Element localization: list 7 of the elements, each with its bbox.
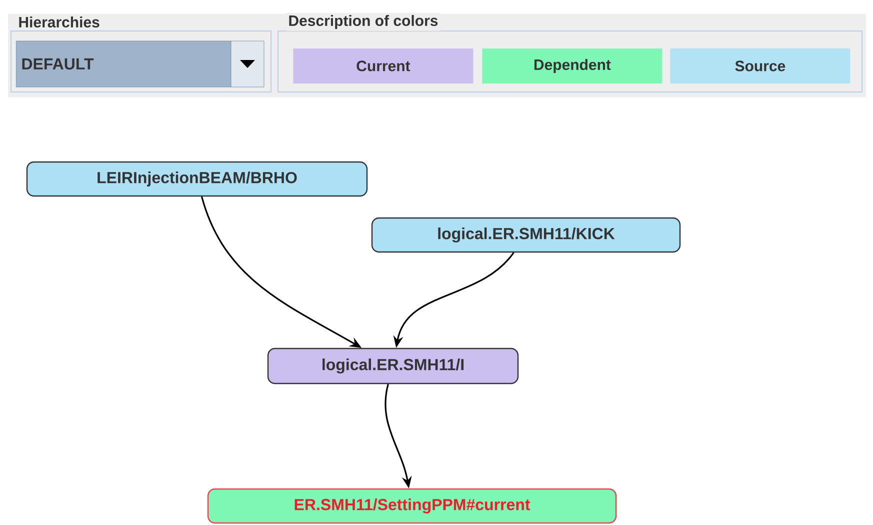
group-title: Hierarchies	[16, 14, 102, 30]
group-title: Description of colors	[286, 13, 440, 31]
node-box: logical.ER.SMH11/KICK	[371, 217, 681, 253]
node-box: ER.SMH11/SettingPPM#current	[207, 488, 617, 524]
dropdown-field: DEFAULT	[16, 40, 232, 88]
node-box: LEIRInjectionBEAM/BRHO	[26, 161, 368, 197]
node-box: logical.ER.SMH11/I	[267, 348, 519, 384]
